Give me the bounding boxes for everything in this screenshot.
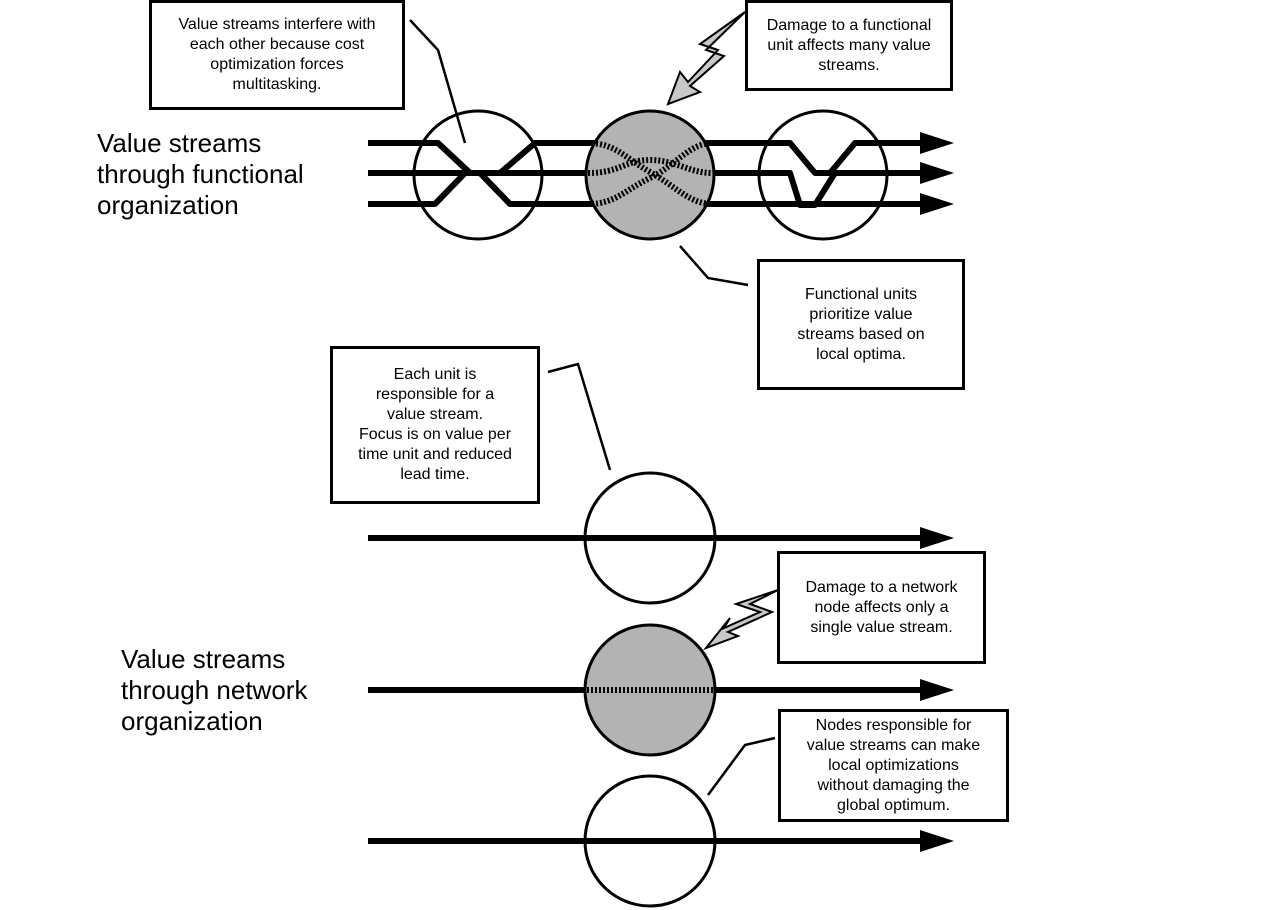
arrowhead (920, 830, 954, 852)
damaged-stream-segment (587, 140, 713, 207)
callout-interfere: Value streams interfere with each other … (149, 0, 405, 110)
leader-line-prioritize (679, 245, 749, 287)
callout-prioritize: Functional units prioritize value stream… (757, 259, 965, 390)
lightning-bolt-icon (666, 11, 746, 106)
callout-nodes-local: Nodes responsible for value streams can … (778, 709, 1009, 822)
network-node-circle-damaged (583, 623, 717, 757)
functional-unit-circle-left (412, 109, 544, 241)
damaged-stream-segment (587, 156, 713, 176)
functional-stream-bottom (368, 170, 922, 207)
callout-damage-network: Damage to a network node affects only a … (777, 551, 986, 664)
arrowhead (920, 527, 954, 549)
network-node-circle-3 (583, 774, 717, 908)
arrowhead (920, 132, 954, 154)
network-arrowheads (920, 527, 954, 852)
leader-line-interfere (409, 19, 467, 144)
arrowhead (920, 193, 954, 215)
damaged-stream-segment (587, 140, 713, 207)
functional-stream-middle (368, 170, 922, 208)
functional-unit-circle-right (757, 109, 889, 241)
callout-each-unit: Each unit is responsible for a value str… (330, 346, 540, 504)
leader-line-nodes-local (706, 736, 776, 796)
damaged-stream-segments (587, 140, 713, 207)
arrowhead (920, 679, 954, 701)
functional-arrowheads (920, 132, 954, 215)
callout-damage-functional: Damage to a functional unit affects many… (745, 0, 953, 91)
arrowhead (920, 162, 954, 184)
network-node-circle-1 (583, 471, 717, 605)
network-section-label: Value streams through network organizati… (121, 644, 308, 736)
leader-line-each-unit (547, 362, 612, 471)
lightning-bolt-icon (702, 589, 779, 651)
functional-section-label: Value streams through functional organiz… (97, 128, 304, 220)
